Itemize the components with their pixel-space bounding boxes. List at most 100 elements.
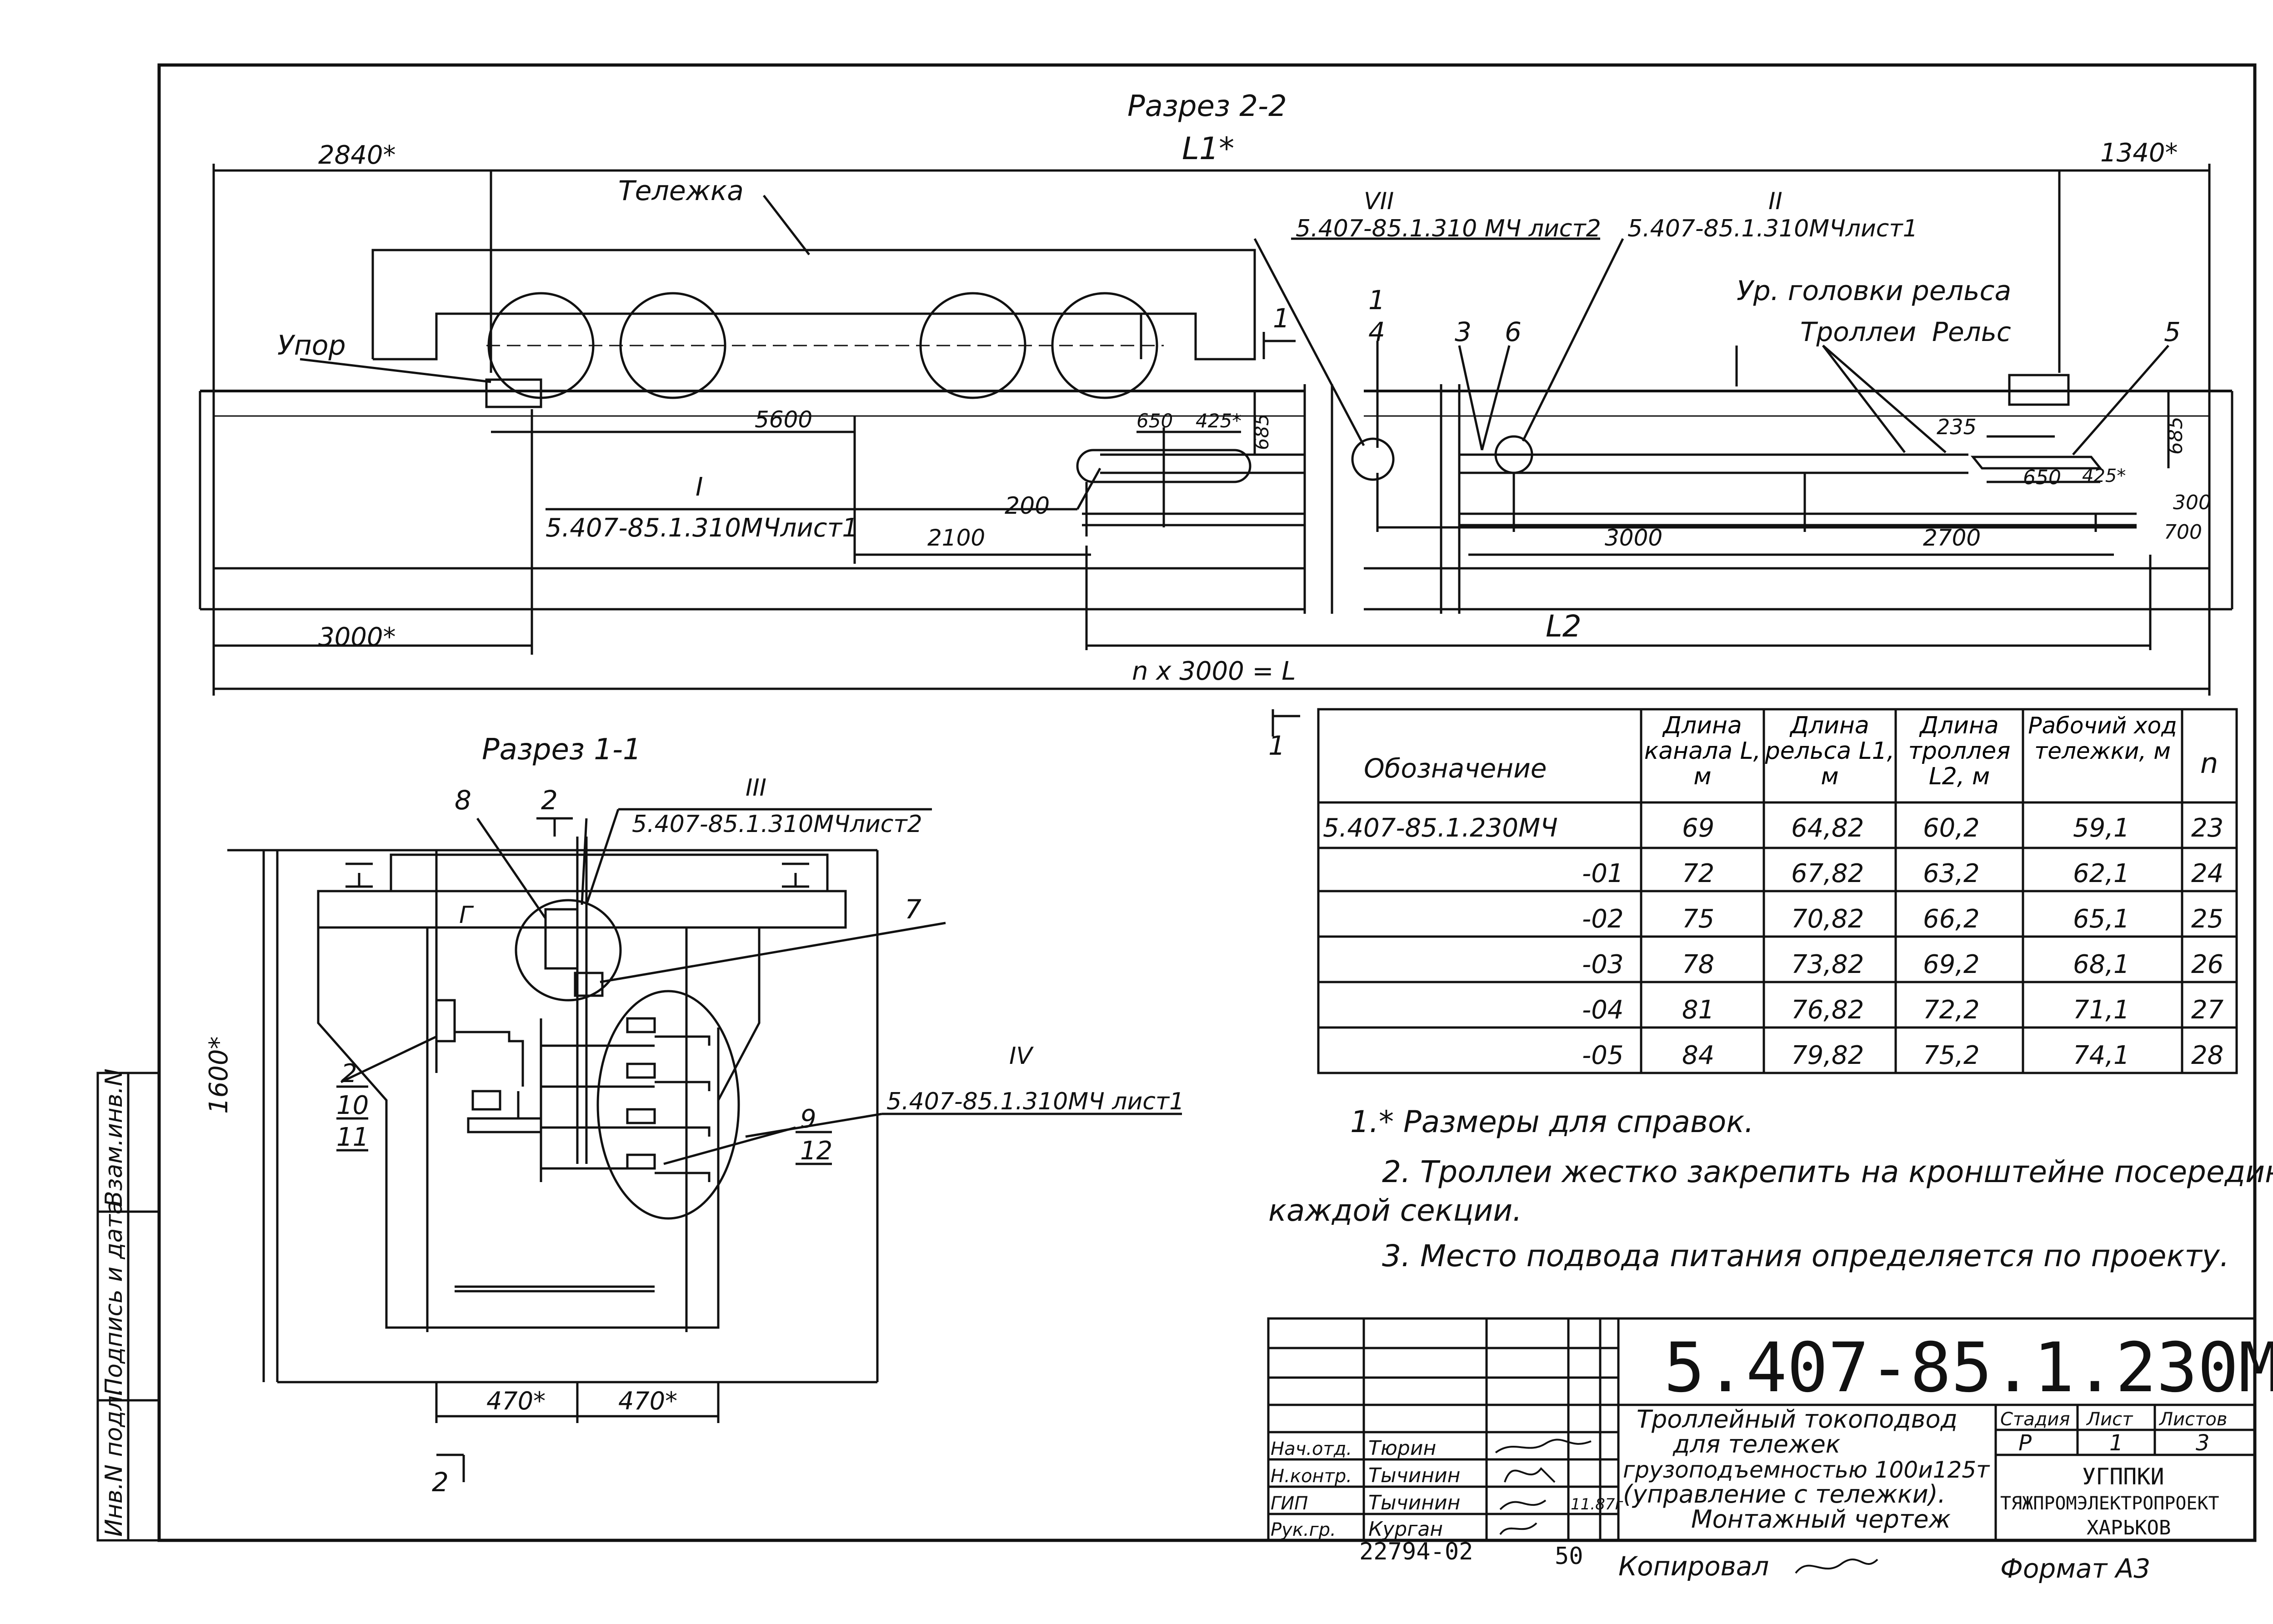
th-designation: Обозначение (1364, 753, 1547, 784)
callout-p12: 12 (800, 1136, 832, 1166)
stage-value: Р (2018, 1430, 2032, 1456)
table-cell: 65,1 (2073, 904, 2130, 934)
callout-vii-ref: 5.407-85.1.310 МЧ лист2 (1296, 215, 1601, 242)
side-stamp (96, 1072, 160, 1542)
stage-header: Стадия (2000, 1409, 2070, 1430)
th-trolley: Длина троллея L2, м (1908, 713, 2011, 790)
note-3: 3. Место подвода питания определяется по… (1382, 1238, 2229, 1273)
label-g: Г (459, 902, 474, 929)
title-line-2: для тележек (1672, 1430, 1841, 1459)
role-2: Н.контр. (1271, 1466, 1352, 1487)
th-channel: Длина канала L, м (1644, 713, 1761, 790)
table-cell: 59,1 (2073, 813, 2130, 843)
label-rail-head: Ур. головки рельса (1737, 275, 2011, 307)
org-1: УГППКИ (2082, 1464, 2164, 1490)
title-block (1267, 1317, 2256, 1542)
dim-l1: L1* (1182, 131, 1234, 167)
table-cell: 76,82 (1791, 995, 1864, 1025)
callout-iv-num: IV (1009, 1043, 1034, 1070)
table-cell: -03 (1582, 950, 1623, 979)
role-1: Нач.отд. (1271, 1439, 1352, 1459)
format-label: Формат А3 (2000, 1553, 2150, 1584)
table-cell: 64,82 (1791, 813, 1864, 843)
section-11-title: Разрез 1-1 (482, 733, 641, 767)
table-cell: 84 (1682, 1041, 1714, 1070)
dim-total: n x 3000 = L (1132, 657, 1296, 686)
note-2: 2. Троллеи жестко закрепить на кронштейн… (1382, 1154, 2273, 1189)
dim-650a: 650 (1136, 410, 1173, 432)
table-cell: 27 (2191, 995, 2224, 1025)
dim-685b: 685 (2164, 416, 2187, 455)
cut1-bottom: 1 (1268, 730, 1285, 761)
table-cell: 5.407-85.1.230МЧ (1323, 813, 1558, 843)
table-cell: 71,1 (2073, 995, 2130, 1025)
table-cell: 75 (1682, 904, 1714, 934)
dim-2100: 2100 (927, 525, 985, 551)
dim-1600: 1600* (204, 1036, 234, 1114)
table-cell: 69 (1682, 813, 1714, 843)
dim-300: 300 (2173, 491, 2211, 514)
table-cell: -04 (1582, 995, 1623, 1025)
table-cell: 72,2 (1923, 995, 1980, 1025)
table-cell: 67,82 (1791, 859, 1864, 888)
table-cell: 28 (2191, 1041, 2223, 1070)
copied-label: Копировал (1618, 1551, 1769, 1582)
callout-ii-ref: 5.407-85.1.310МЧлист1 (1627, 215, 1918, 242)
table-cell: 79,82 (1791, 1041, 1864, 1070)
callout-p9: 9 (800, 1104, 816, 1134)
callout-p10: 10 (336, 1091, 369, 1120)
callout-p6: 6 (1505, 316, 1522, 347)
th-stroke: Рабочий ход тележки, м (2028, 713, 2177, 764)
table-cell: 78 (1682, 950, 1714, 979)
table-cell: -05 (1582, 1041, 1623, 1070)
table-body: 5.407-85.1.230МЧ 69 64,82 60,2 59,1 23 -… (1323, 813, 2224, 1070)
table-cell: 63,2 (1923, 859, 1980, 888)
note-2-cont: каждой секции. (1268, 1193, 1522, 1228)
callout-iii-num: III (746, 774, 766, 802)
callout-p11: 11 (336, 1123, 369, 1152)
label-trolleys: Троллеи (1800, 316, 1916, 347)
dim-700: 700 (2164, 521, 2202, 544)
table-cell: 69,2 (1923, 950, 1980, 979)
table-cell: 68,1 (2073, 950, 2130, 979)
label-rail: Рельс (1932, 316, 2011, 347)
th-rail: Длина рельса L1, м (1765, 713, 1895, 790)
callout-i-num: I (696, 472, 703, 502)
callout-iv-ref: 5.407-85.1.310МЧ лист1 (886, 1088, 1184, 1115)
page-number: 50 (1555, 1543, 1583, 1570)
org-2: ТЯЖПРОМЭЛЕКТРОПРОЕКТ (2000, 1493, 2219, 1514)
table-cell: 24 (2191, 859, 2223, 888)
dim-200: 200 (1005, 492, 1050, 520)
callout-iii-ref: 5.407-85.1.310МЧлист2 (632, 811, 922, 838)
name-1: Тюрин (1368, 1437, 1436, 1460)
table-cell: 25 (2191, 904, 2223, 934)
table-header: Обозначение Длина канала L, м Длина рель… (1364, 713, 2218, 790)
specs-table (1317, 708, 2238, 1074)
callout-vii-num: VII (1364, 188, 1394, 215)
table-cell: 72 (1682, 859, 1714, 888)
cut2-bottom: 2 (432, 1467, 449, 1498)
dim-2700: 2700 (1923, 525, 1981, 551)
table-cell: 70,82 (1791, 904, 1864, 934)
side-stamp-sign: Подпись и дата (100, 1200, 128, 1396)
org-3: ХАРЬКОВ (2087, 1516, 2171, 1539)
table-cell: 81 (1682, 995, 1714, 1025)
title-line-3: грузоподъемностью 100и125т (1623, 1457, 1990, 1483)
sheets-value: 3 (2196, 1430, 2210, 1456)
table-cell: -01 (1582, 859, 1623, 888)
table-cell: 75,2 (1923, 1041, 1980, 1070)
callout-p7: 7 (905, 894, 921, 925)
callout-p5: 5 (2164, 316, 2181, 347)
dim-2840: 2840* (318, 140, 396, 170)
note-1: 1.* Размеры для справок. (1350, 1104, 1754, 1139)
name-2: Тычинин (1368, 1464, 1460, 1487)
dim-425a: 425* (1196, 410, 1242, 432)
dim-3000ref: 3000* (318, 622, 396, 652)
table-cell: 73,82 (1791, 950, 1864, 979)
role-3: ГИП (1271, 1493, 1308, 1514)
dim-470-left: 470* (486, 1387, 546, 1415)
dim-425b: 425* (2082, 466, 2126, 486)
dim-5600: 5600 (755, 406, 812, 433)
callout-p2: 2 (341, 1059, 357, 1088)
